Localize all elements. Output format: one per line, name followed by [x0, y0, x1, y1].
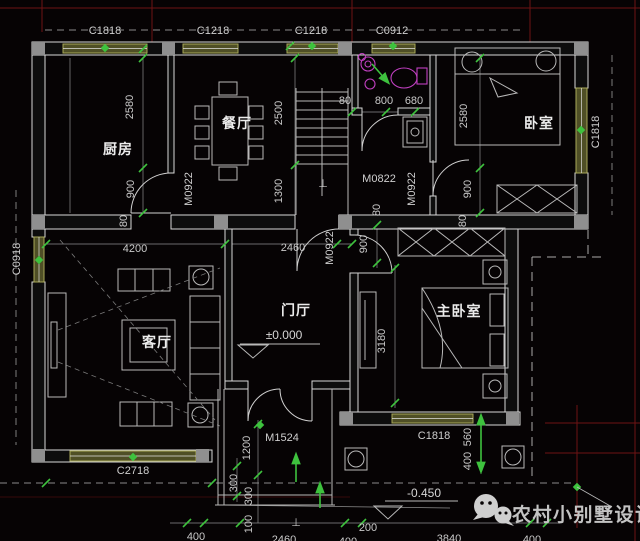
dimension-boundary-lines	[0, 29, 613, 484]
doors	[130, 114, 470, 422]
code-label: C1818	[418, 430, 450, 442]
code-label: C1818	[89, 25, 121, 37]
dim-label: 680	[405, 95, 423, 107]
code-label: C0912	[376, 25, 408, 37]
bathroom-fixtures	[357, 52, 428, 148]
code-label: C0918	[11, 243, 23, 275]
dim-label: 900	[462, 180, 474, 198]
wechat-icon	[473, 494, 514, 526]
dim-label: 900	[358, 235, 370, 253]
dim-label: 400	[462, 452, 474, 470]
dim-label: 200	[359, 522, 377, 534]
dim-label: 400	[523, 534, 541, 541]
columns	[32, 42, 588, 462]
dim-label: 900	[125, 180, 137, 198]
room-label-foyer: 门厅	[281, 302, 311, 318]
watermark: 农村小别墅设计	[473, 494, 640, 526]
dim-label: 2460	[281, 242, 305, 254]
code-label: M1524	[265, 432, 299, 444]
room-label-foyer-level: ±0.000	[266, 328, 303, 342]
roof-overhang-lines	[531, 215, 604, 483]
stairs	[295, 88, 349, 215]
code-label: M0922	[406, 172, 418, 206]
dim-label: 800	[375, 95, 393, 107]
dim-label: 2580	[124, 95, 136, 119]
dim-label: 400	[187, 531, 205, 541]
room-label-kitchen: 厨房	[103, 141, 133, 157]
dim-label: ⊥	[318, 178, 328, 190]
room-label-yard-level: -0.450	[407, 486, 441, 500]
room-label-bedroom: 卧室	[524, 115, 554, 131]
dim-label: 4200	[123, 243, 147, 255]
code-label: M0822	[362, 173, 396, 185]
dim-label: 2580	[458, 104, 470, 128]
dim-label: ⊥	[291, 517, 301, 529]
dim-label: 300	[228, 474, 240, 492]
dim-label: 80	[457, 215, 469, 227]
porch	[215, 389, 335, 506]
room-label-living: 客厅	[141, 334, 172, 350]
master-furniture	[359, 227, 509, 399]
code-label: C1218	[197, 25, 229, 37]
dim-label: 80	[339, 95, 351, 107]
dim-label: 3180	[376, 329, 388, 353]
room-label-dining: 餐厅	[221, 115, 252, 131]
code-label: M0922	[324, 231, 336, 265]
dim-label: 3840	[437, 533, 461, 541]
dining-table	[194, 81, 264, 181]
room-label-master-bedroom: 主卧室	[437, 303, 482, 319]
dim-label: 2460	[272, 534, 296, 541]
dim-label: 100	[243, 515, 255, 533]
code-label: C1218	[295, 25, 327, 37]
code-label: M0922	[183, 172, 195, 206]
code-label: C1818	[590, 116, 602, 148]
veranda-columns	[344, 445, 525, 471]
dim-label: 400	[339, 536, 357, 541]
dim-label: 1300	[273, 179, 285, 203]
dim-label: 300	[243, 487, 255, 505]
bedroom-furniture	[454, 47, 578, 214]
level-symbols	[236, 343, 458, 520]
watermark-text: 农村小别墅设计	[511, 503, 640, 526]
dim-label: 80	[118, 215, 130, 227]
dim-label: 560	[462, 428, 474, 446]
living-furniture	[47, 239, 221, 428]
dim-label: 2500	[273, 101, 285, 125]
dim-label: 1200	[241, 436, 253, 460]
dim-label: 80	[371, 204, 383, 216]
code-label: C2718	[117, 465, 149, 477]
